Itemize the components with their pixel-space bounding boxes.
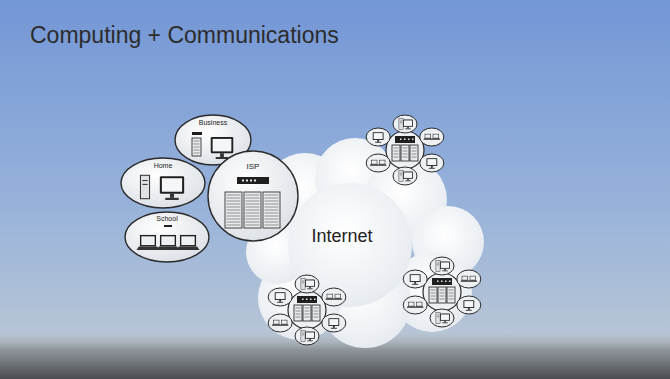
cloud-node: Internet [300, 222, 384, 252]
network-clusters [268, 115, 481, 345]
circle-label: ISP [207, 150, 299, 172]
bottom-band [0, 330, 670, 379]
network-circle: ISP [207, 150, 299, 242]
network-circle: Home [120, 157, 206, 209]
circle-label: Home [120, 157, 206, 170]
slide-title: Computing + Communications [30, 22, 339, 49]
cloud-label: Internet [300, 227, 384, 247]
network-circle: School [124, 211, 210, 263]
circle-label: School [124, 211, 210, 223]
circle-label: Business [174, 114, 252, 127]
